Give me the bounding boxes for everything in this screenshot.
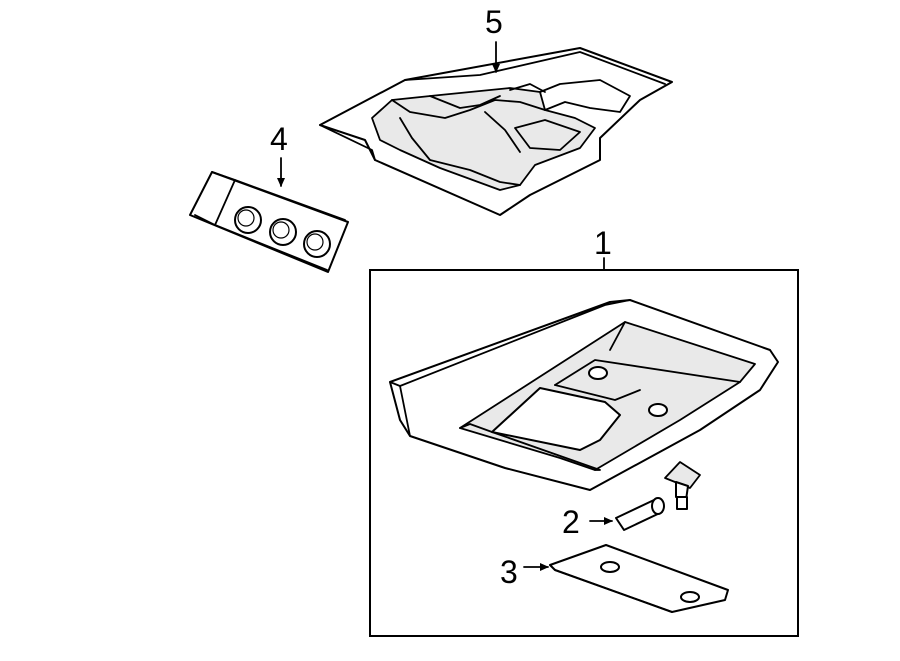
callout-2: 2 [562, 504, 580, 540]
part-3-lens [549, 544, 729, 613]
part-4-switch-panel [189, 171, 349, 273]
part-2-bulb [615, 497, 665, 531]
callout-3: 3 [500, 554, 518, 590]
callout-5: 5 [485, 4, 503, 40]
part-1-overhead-console [389, 299, 779, 491]
part-5-storage-tray [319, 47, 673, 216]
part-1-frame [369, 269, 799, 637]
part-1-bulb-socket [664, 461, 701, 510]
callout-1: 1 [594, 225, 612, 261]
callout-4: 4 [270, 121, 288, 157]
